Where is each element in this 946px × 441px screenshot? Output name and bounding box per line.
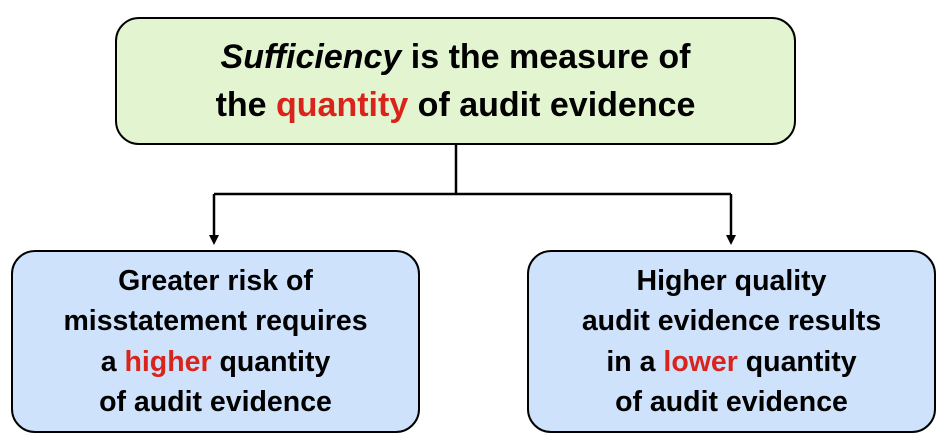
top-highlight-word: quantity [276,86,409,124]
top-line-2-pre: the [215,86,277,124]
right-line-1: Higher quality [636,264,827,297]
right-highlight-word: lower [663,345,738,378]
top-line-1: Sufficiency is the measure of [221,33,691,81]
left-line-3-post: quantity [211,345,331,378]
top-line-2-post: of audit evidence [408,86,696,124]
right-line-3-pre: in a [606,345,664,378]
right-line-3: in a lower quantity [606,342,856,383]
sufficiency-definition-box: Sufficiency is the measure of the quanti… [115,17,796,145]
left-highlight-word: higher [124,345,212,378]
right-line-4: of audit evidence [615,386,848,418]
left-line-3: a higher quantity [101,342,331,383]
top-line-2: the quantity of audit evidence [216,81,696,129]
left-line-2: misstatement requires [63,305,368,337]
top-line-1-rest: is the measure of [401,38,691,76]
left-line-1: Greater risk of [118,264,313,297]
top-term: Sufficiency [220,38,402,76]
risk-of-misstatement-box: Greater risk of misstatement requires a … [11,250,420,433]
right-line-3-post: quantity [737,345,857,378]
right-line-2: audit evidence results [581,305,882,337]
left-line-4: of audit evidence [99,386,332,418]
evidence-quality-box: Higher quality audit evidence results in… [527,250,936,433]
left-line-3-pre: a [100,345,125,378]
